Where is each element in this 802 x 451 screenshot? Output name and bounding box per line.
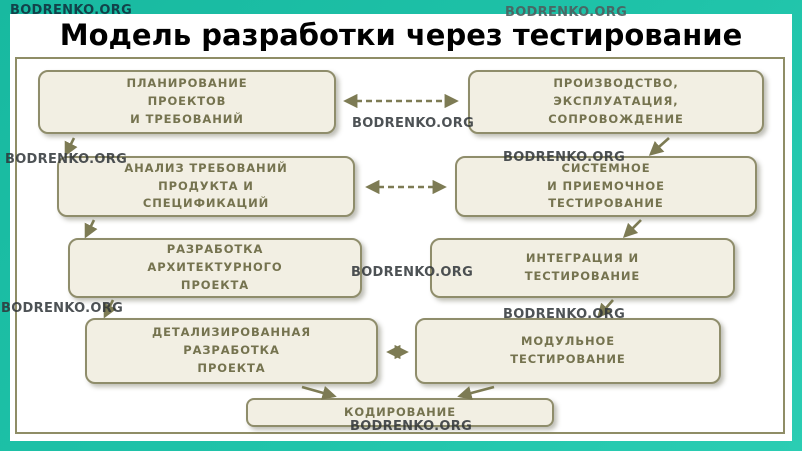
watermark: BODRENKO.ORG: [352, 116, 475, 131]
watermark: BODRENKO.ORG: [505, 5, 628, 20]
box-architecture: РАЗРАБОТКА АРХИТЕКТУРНОГО ПРОЕКТА: [68, 238, 362, 298]
watermark: BODRENKO.ORG: [1, 301, 124, 316]
watermark: BODRENKO.ORG: [503, 150, 626, 165]
watermark: BODRENKO.ORG: [503, 307, 626, 322]
watermark: BODRENKO.ORG: [350, 419, 473, 434]
box-system-testing: СИСТЕМНОЕ И ПРИЕМОЧНОЕ ТЕСТИРОВАНИЕ: [455, 156, 757, 217]
box-analysis: АНАЛИЗ ТРЕБОВАНИЙ ПРОДУКТА И СПЕЦИФИКАЦИ…: [57, 156, 355, 217]
box-coding: КОДИРОВАНИЕ: [246, 398, 554, 427]
box-module-testing: МОДУЛЬНОЕ ТЕСТИРОВАНИЕ: [415, 318, 721, 384]
box-production: ПРОИЗВОДСТВО, ЭКСПЛУАТАЦИЯ, СОПРОВОЖДЕНИ…: [468, 70, 764, 134]
box-planning: ПЛАНИРОВАНИЕ ПРОЕКТОВ И ТРЕБОВАНИЙ: [38, 70, 336, 134]
box-integration: ИНТЕГРАЦИЯ И ТЕСТИРОВАНИЕ: [430, 238, 735, 298]
watermark: BODRENKO.ORG: [10, 3, 133, 18]
page-title: Модель разработки через тестирование: [59, 18, 743, 52]
watermark: BODRENKO.ORG: [351, 265, 474, 280]
box-detailed-design: ДЕТАЛИЗИРОВАННАЯ РАЗРАБОТКА ПРОЕКТА: [85, 318, 378, 384]
watermark: BODRENKO.ORG: [5, 152, 128, 167]
